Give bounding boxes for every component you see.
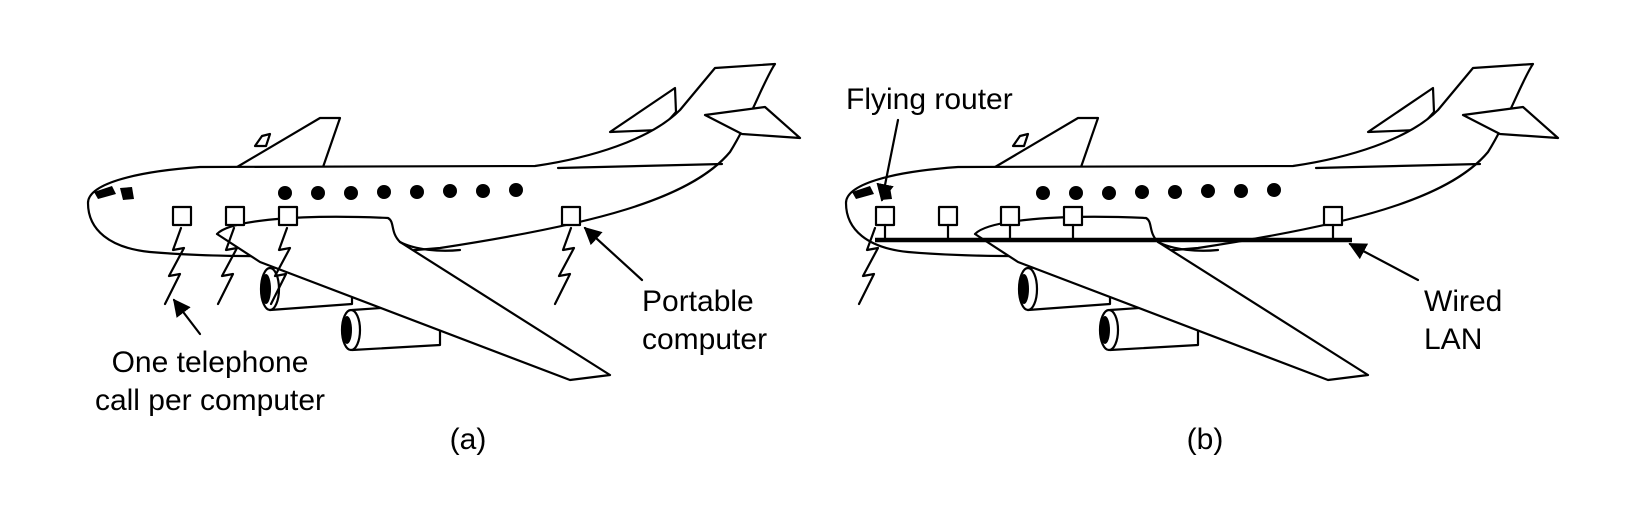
portable-computer-a4	[560, 205, 582, 227]
wired-lan-label-line2: LAN	[1424, 323, 1483, 356]
computers-a	[171, 205, 582, 227]
portable-computer-b1	[937, 205, 959, 227]
flying-router	[874, 205, 896, 227]
portable-computer-label-line1: Portable	[642, 285, 754, 318]
caption-b: (b)	[1186, 423, 1224, 456]
arrow-flying-router	[876, 118, 900, 202]
caption-a: (a)	[449, 423, 487, 456]
portable-computer-a3	[277, 205, 299, 227]
portable-computer-b3	[1062, 205, 1084, 227]
portable-computer-b4	[1322, 205, 1344, 227]
portable-computer-a2	[224, 205, 246, 227]
arrow-portable-computer	[583, 226, 644, 282]
arrow-telephone-call	[172, 298, 202, 336]
telephone-call-label-line1: One telephone	[111, 346, 309, 379]
telephone-call-label-line2: call per computer	[94, 384, 326, 417]
arrow-wired-lan	[1348, 242, 1420, 282]
portable-computer-label-line2: computer	[642, 323, 768, 356]
computers-b	[874, 205, 1344, 242]
lightning-icon	[553, 226, 576, 306]
wired-lan-label-line1: Wired	[1424, 285, 1503, 318]
portable-computer-b2	[999, 205, 1021, 227]
portable-computer-a1	[171, 205, 193, 227]
flying-router-label: Flying router	[846, 83, 1013, 116]
